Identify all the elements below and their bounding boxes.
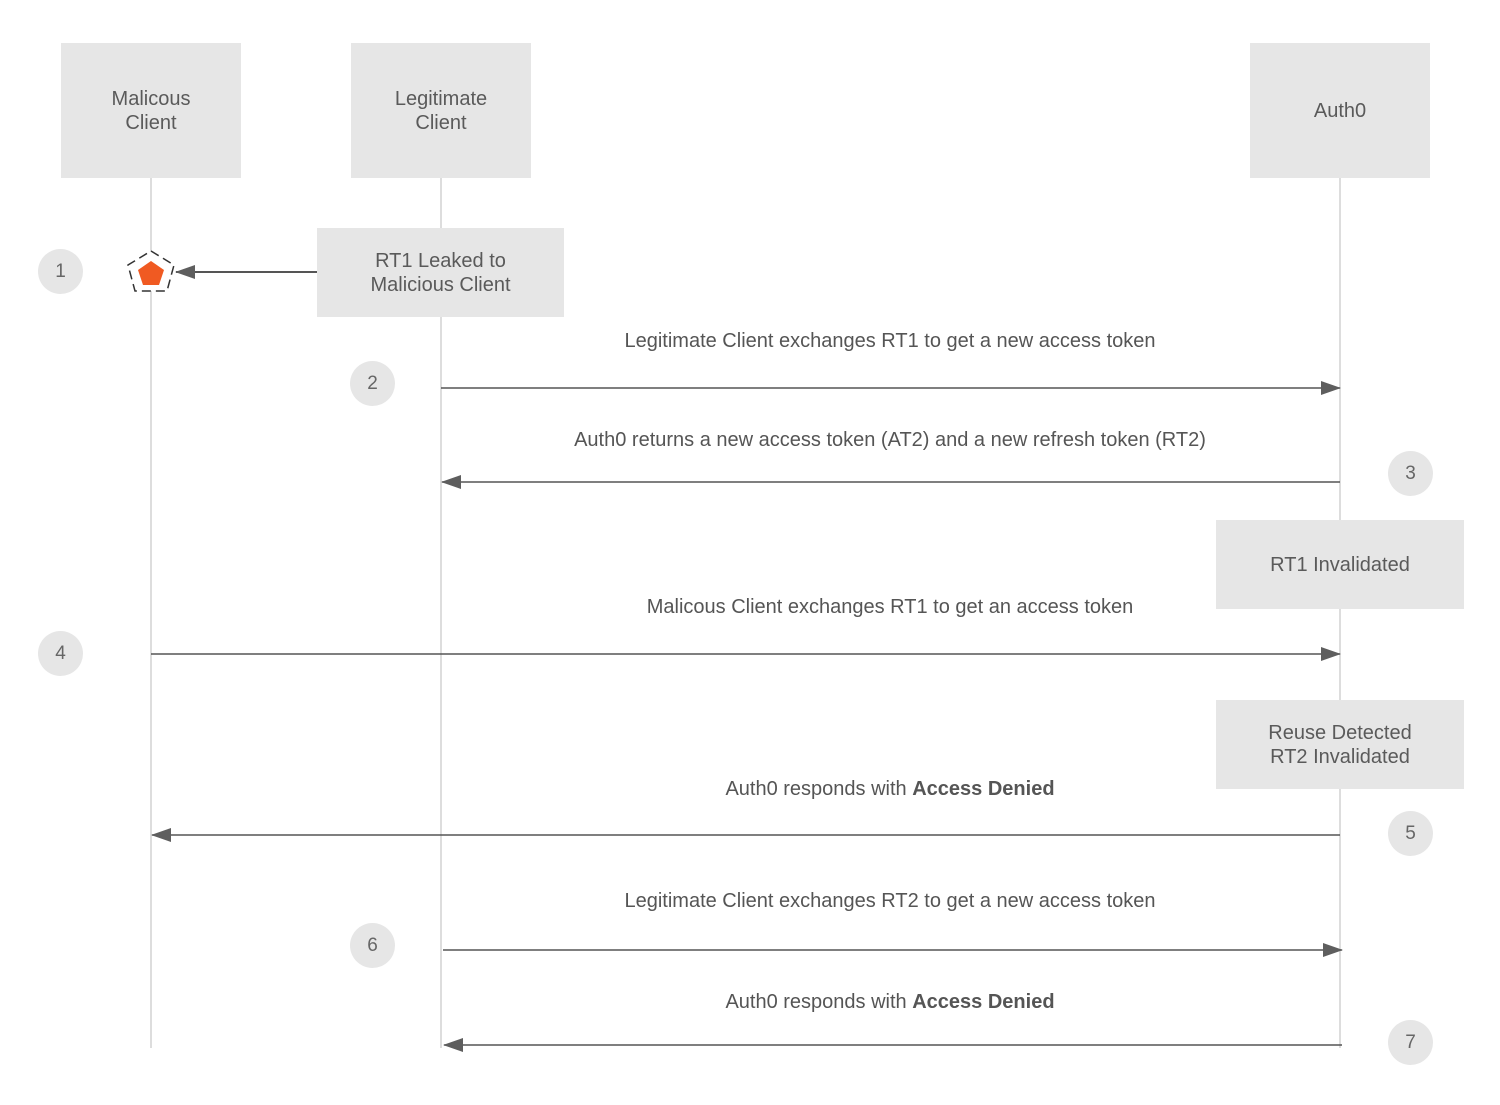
actor-auth0: Auth0: [1250, 43, 1430, 178]
access-denied-label-step-7: Access Denied: [912, 991, 1055, 1013]
step-badge-2: 2: [350, 361, 395, 406]
message-label-step-7: Auth0 responds with Access Denied: [440, 990, 1340, 1014]
orange-pentagon-icon: [127, 250, 175, 292]
message-label-step-5: Auth0 responds with Access Denied: [440, 777, 1340, 801]
message-label-step-3: Auth0 returns a new access token (AT2) a…: [574, 429, 1206, 451]
message-text-step-7: Auth0 responds with: [725, 991, 913, 1013]
access-denied-label-step-5: Access Denied: [912, 778, 1055, 800]
note-rt1-invalidated: RT1 Invalidated: [1216, 520, 1464, 609]
message-label-step-4: Malicous Client exchanges RT1 to get an …: [646, 596, 1134, 618]
message-label-step-6: Legitimate Client exchanges RT2 to get a…: [624, 890, 1156, 912]
actor-legitimate-client: Legitimate Client: [351, 43, 531, 178]
step-badge-1: 1: [38, 249, 83, 294]
note-reuse-detected: Reuse Detected RT2 Invalidated: [1216, 700, 1464, 789]
message-label-step-2: Legitimate Client exchanges RT1 to get a…: [624, 330, 1156, 352]
message-text-step-5: Auth0 responds with: [725, 778, 913, 800]
step-badge-3: 3: [1388, 451, 1433, 496]
step-badge-6: 6: [350, 923, 395, 968]
step-badge-7: 7: [1388, 1020, 1433, 1065]
step-badge-4: 4: [38, 631, 83, 676]
step-badge-5: 5: [1388, 811, 1433, 856]
note-rt1-leaked: RT1 Leaked to Malicious Client: [317, 228, 564, 317]
actor-malicious-client: Malicous Client: [61, 43, 241, 178]
